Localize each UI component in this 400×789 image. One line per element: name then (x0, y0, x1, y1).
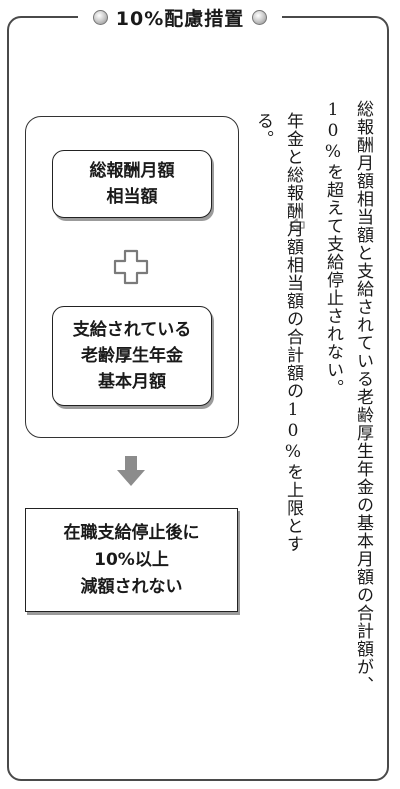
explanation-main: 総報酬月額相当額と支給されている老齢厚生年金の基本月額の合計額が、 10%を超え… (318, 100, 378, 740)
result-box: 在職支給停止後に 10%以上 減額されない (25, 508, 238, 612)
box-line: 相当額 (106, 187, 158, 207)
combined-amount-group (25, 116, 239, 438)
box-line: 総報酬月額 (89, 161, 175, 181)
result-line: 在職支給停止後に (63, 522, 200, 543)
explanation-line: 総報酬月額相当額と支給されている老齢厚生年金の基本月額の合計額が、 (353, 100, 373, 694)
explanation-line: 10%を超えて支給停止されない。 (323, 100, 343, 397)
bullet-circle-icon (92, 9, 108, 25)
result-line: 10%以上 (94, 549, 169, 570)
plus-icon (113, 249, 149, 285)
total-remuneration-box: 総報酬月額 相当額 (52, 150, 212, 218)
arrow-left-icon (289, 218, 305, 232)
box-line: 支給されている (72, 320, 192, 340)
title-bar: 10%配慮措置 (78, 3, 282, 31)
box-line: 基本月額 (98, 372, 166, 392)
arrow-down-icon (117, 456, 145, 486)
page-title: 10%配慮措置 (115, 7, 245, 30)
basic-pension-box: 支給されている 老齢厚生年金 基本月額 (52, 306, 212, 406)
box-line: 老齢厚生年金 (81, 346, 183, 366)
bullet-circle-icon (252, 9, 268, 25)
result-line: 減額されない (80, 576, 183, 597)
explanation-note: 年金と総報酬月額相当額の合計額の10%を上限とする。 (253, 112, 303, 553)
